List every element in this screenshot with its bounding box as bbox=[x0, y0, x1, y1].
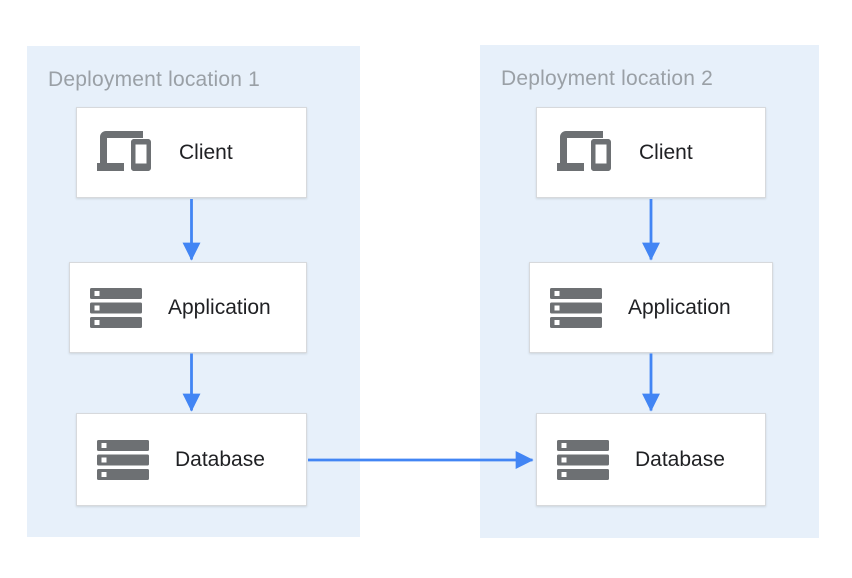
node-label: Client bbox=[639, 140, 693, 164]
node-label: Application bbox=[168, 295, 271, 319]
storage-icon bbox=[550, 287, 602, 328]
node-database-2: Database bbox=[536, 413, 766, 506]
node-label: Database bbox=[175, 447, 265, 471]
node-client-2: Client bbox=[536, 107, 766, 198]
devices-icon bbox=[557, 130, 613, 175]
node-database-1: Database bbox=[76, 413, 307, 506]
panel-title-2: Deployment location 2 bbox=[501, 67, 713, 90]
node-client-1: Client bbox=[76, 107, 307, 198]
node-label: Database bbox=[635, 447, 725, 471]
storage-icon bbox=[90, 287, 142, 328]
node-label: Application bbox=[628, 295, 731, 319]
devices-icon bbox=[97, 130, 153, 175]
panel-title-1: Deployment location 1 bbox=[48, 68, 260, 91]
node-label: Client bbox=[179, 140, 233, 164]
node-application-1: Application bbox=[69, 262, 307, 353]
storage-icon bbox=[557, 439, 609, 480]
storage-icon bbox=[97, 439, 149, 480]
node-application-2: Application bbox=[529, 262, 773, 353]
